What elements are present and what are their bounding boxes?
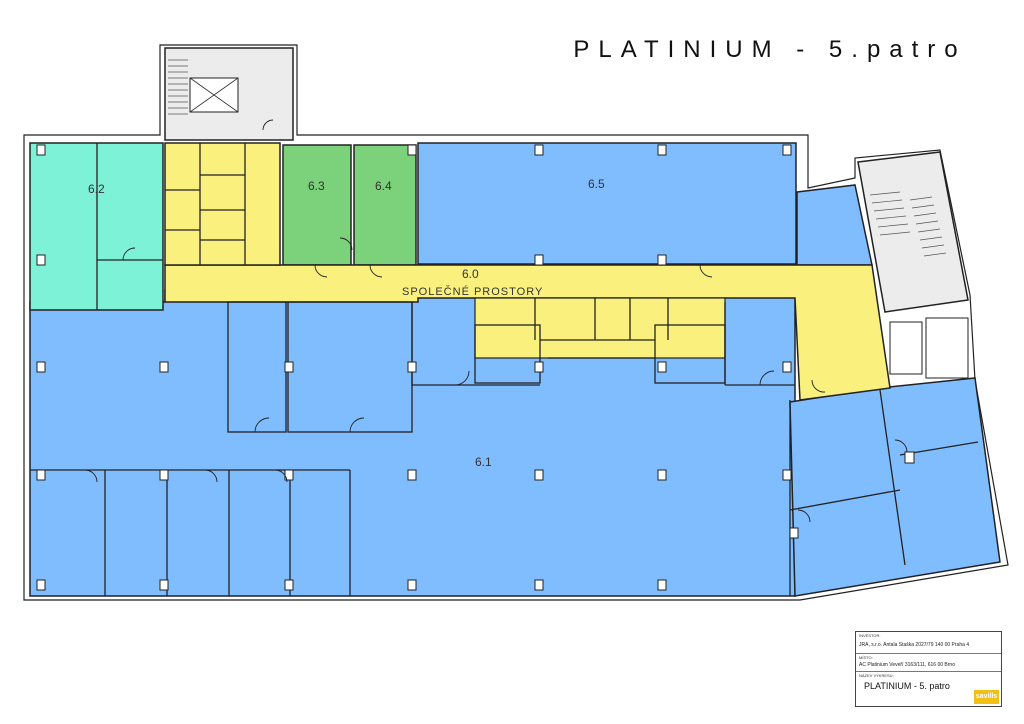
room-label-6-4: 6.4 xyxy=(375,179,392,193)
investor-value: JRA, s.r.o. Antala Staška 2027/79 140 00… xyxy=(859,642,970,648)
title-block-place: MÍSTO: AC Platinium Veveří 3163/111, 616… xyxy=(856,654,1001,672)
room-label-6-0: 6.0 xyxy=(462,267,479,281)
drawing-value: PLATINIUM - 5. patro xyxy=(864,681,950,691)
room-label-6-3: 6.3 xyxy=(308,179,325,193)
place-label: MÍSTO: xyxy=(859,655,873,660)
title-block-investor: INVESTOR: JRA, s.r.o. Antala Staška 2027… xyxy=(856,632,1001,654)
door-swings xyxy=(84,119,908,523)
title-block-drawing: NÁZEV VÝKRESU: PLATINIUM - 5. patro savi… xyxy=(856,672,1001,706)
title-block: INVESTOR: JRA, s.r.o. Antala Staška 2027… xyxy=(855,631,1002,707)
stairs-east xyxy=(869,191,947,257)
room-label-6-5: 6.5 xyxy=(588,177,605,191)
drawing-label: NÁZEV VÝKRESU: xyxy=(859,673,894,678)
elevator-east xyxy=(889,321,923,375)
room-6-0-core-center[interactable] xyxy=(474,297,726,359)
room-sublabel-6-0: SPOLEČNÉ PROSTORY xyxy=(402,285,543,298)
page-title: PLATINIUM - 5.patro xyxy=(573,36,967,63)
room-label-6-1: 6.1 xyxy=(475,455,492,469)
room-6-4[interactable] xyxy=(353,144,417,266)
room-label-6-2: 6.2 xyxy=(88,182,105,196)
room-6-3[interactable] xyxy=(282,144,352,266)
room-6-1-east-wing[interactable] xyxy=(789,377,1001,597)
columns xyxy=(36,144,915,591)
stairs-north xyxy=(168,59,188,115)
stair-core-east xyxy=(857,151,969,313)
investor-label: INVESTOR: xyxy=(859,633,881,638)
savills-logo: savills xyxy=(974,690,999,704)
place-value: AC Platinium Veveří 3163/111, 616 00 Brn… xyxy=(859,662,955,668)
room-6-5[interactable] xyxy=(417,142,797,265)
room-6-0-core-west[interactable] xyxy=(164,142,281,266)
